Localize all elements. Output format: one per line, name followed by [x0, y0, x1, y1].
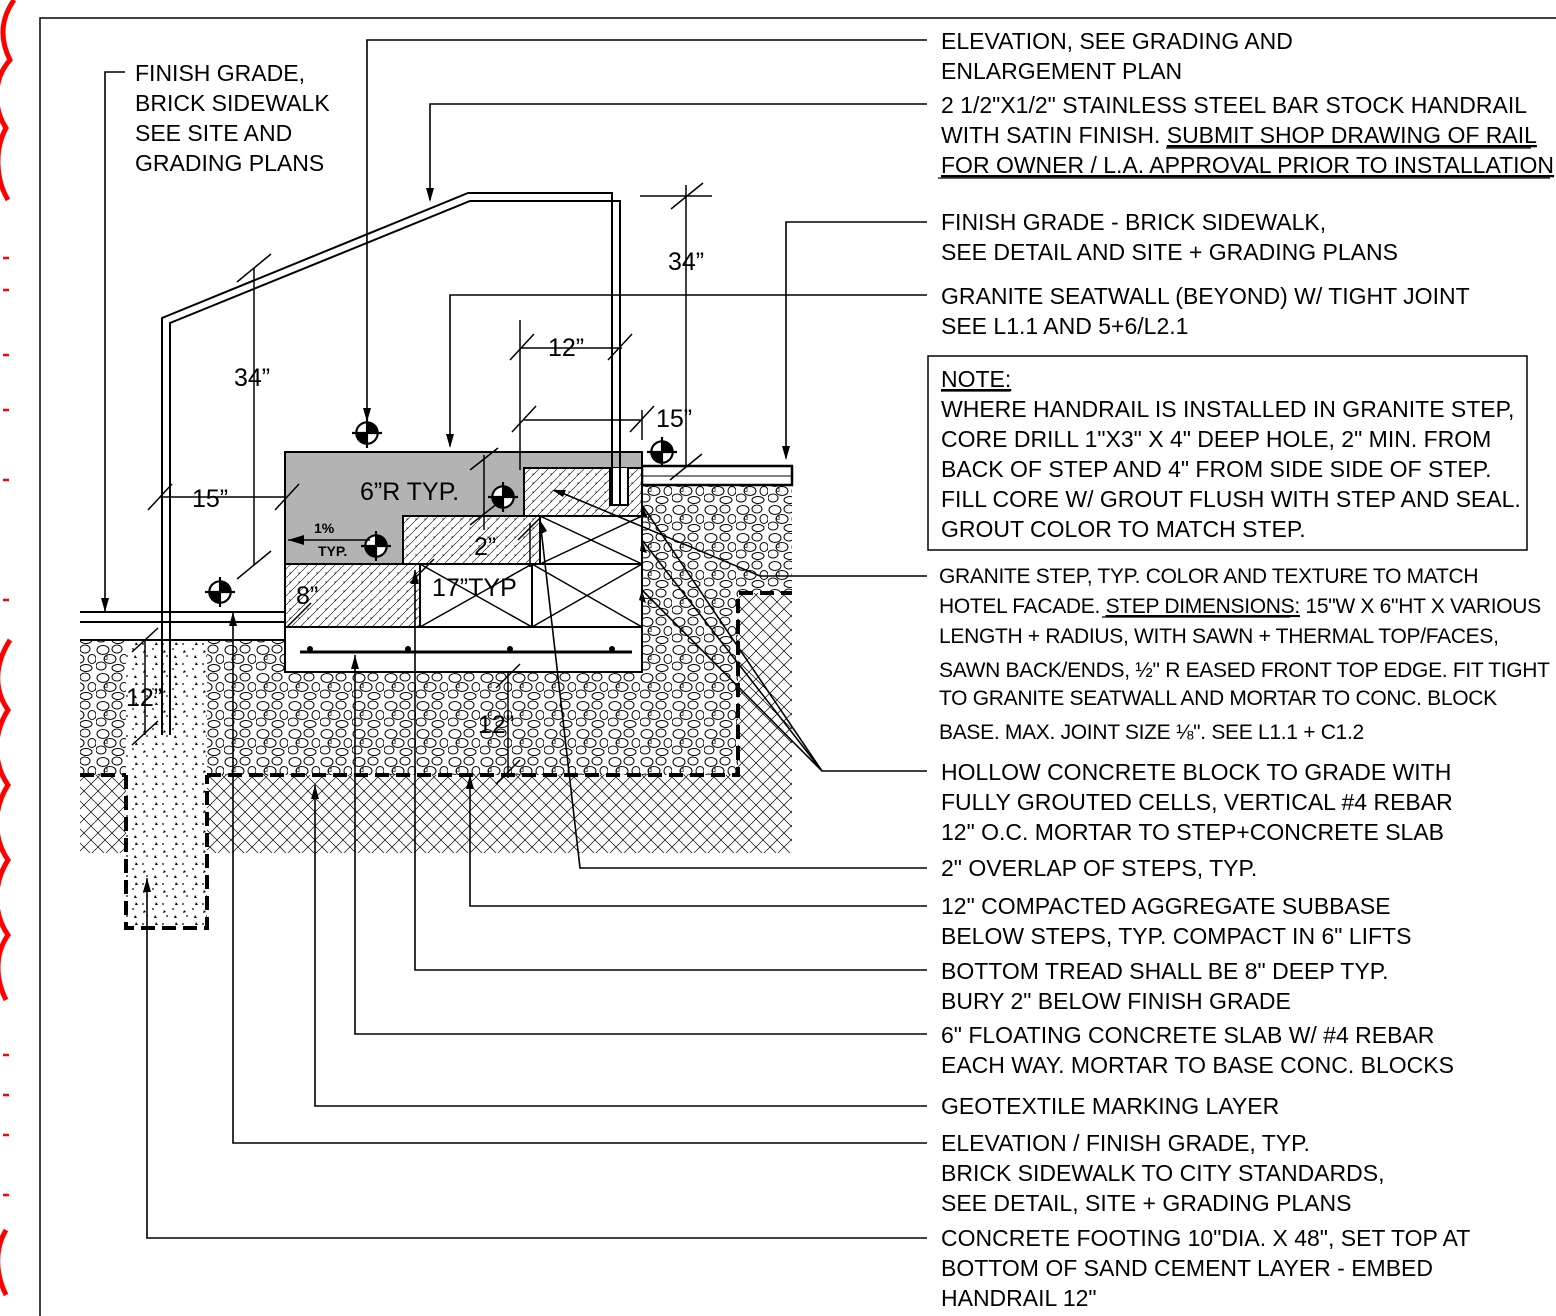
callouts-right: ELEVATION, SEE GRADING AND ENLARGEMENT P…: [938, 28, 1554, 1311]
callout-seatwall: SEE L1.1 AND 5+6/L2.1: [941, 313, 1188, 339]
callout-granite-step: LENGTH + RADIUS, WITH SAWN + THERMAL TOP…: [939, 625, 1499, 648]
callout-geotextile: GEOTEXTILE MARKING LAYER: [941, 1093, 1279, 1119]
elevation-marker-icon: [352, 418, 382, 448]
section-ground: [80, 485, 792, 930]
revision-cloud: [0, 0, 17, 1297]
note-title: NOTE:: [941, 366, 1011, 392]
callout-finish-grade: FINISH GRADE - BRICK SIDEWALK,: [941, 209, 1326, 235]
note-line: WHERE HANDRAIL IS INSTALLED IN GRANITE S…: [941, 396, 1514, 422]
callout-line: SEE SITE AND: [135, 120, 292, 146]
callout-elevation: ELEVATION, SEE GRADING AND: [941, 28, 1293, 54]
dim-rail-height-left: 34”: [234, 364, 270, 392]
callout-granite-step: GRANITE STEP, TYP. COLOR AND TEXTURE TO …: [939, 565, 1478, 588]
leader-arrows: [101, 188, 790, 892]
callout-granite-step: HOTEL FACADE. STEP DIMENSIONS: 15"W X 6"…: [939, 595, 1541, 618]
callout-line: BRICK SIDEWALK: [135, 90, 330, 116]
callout-overlap: 2" OVERLAP OF STEPS, TYP.: [941, 855, 1257, 881]
callout-handrail: WITH SATIN FINISH. SUBMIT SHOP DRAWING O…: [941, 122, 1537, 148]
callout-elevation-typ: ELEVATION / FINISH GRADE, TYP.: [941, 1130, 1310, 1156]
callout-granite-step: SAWN BACK/ENDS, ½" R EASED FRONT TOP EDG…: [939, 659, 1550, 682]
callout-block: 12" O.C. MORTAR TO STEP+CONCRETE SLAB: [941, 819, 1444, 845]
dim-rail-height-right: 34”: [668, 248, 704, 276]
callout-block: FULLY GROUTED CELLS, VERTICAL #4 REBAR: [941, 789, 1453, 815]
dim-overlap: 2”: [474, 533, 496, 561]
dim-radius: 6”R TYP.: [360, 478, 459, 506]
callout-granite-step: BASE. MAX. JOINT SIZE ⅛". SEE L1.1 + C1.…: [939, 721, 1364, 744]
leader-lines: [104, 39, 927, 1239]
dim-tread-depth: 17”TYP: [432, 574, 517, 602]
dimension-texts: 34” 34” 15” 15” 12” 6”R TYP. 2” 17”TYP 8…: [126, 248, 704, 739]
callout-footing: BOTTOM OF SAND CEMENT LAYER - EMBED: [941, 1255, 1433, 1281]
note-line: CORE DRILL 1"X3" X 4" DEEP HOLE, 2" MIN.…: [941, 426, 1491, 452]
callout-footing: HANDRAIL 12": [941, 1285, 1097, 1311]
handrail: [161, 192, 621, 735]
callout-slab: 6" FLOATING CONCRETE SLAB W/ #4 REBAR: [941, 1022, 1434, 1048]
dim-rail-extension-left: 15”: [192, 485, 228, 513]
dim-rail-offset: 12”: [548, 334, 584, 362]
callout-subbase: BELOW STEPS, TYP. COMPACT IN 6" LIFTS: [941, 923, 1411, 949]
callout-finish-grade: SEE DETAIL AND SITE + GRADING PLANS: [941, 239, 1398, 265]
dim-subbase-depth: 12”: [478, 711, 514, 739]
callout-handrail: 2 1/2"X1/2" STAINLESS STEEL BAR STOCK HA…: [941, 92, 1527, 118]
callout-handrail: FOR OWNER / L.A. APPROVAL PRIOR TO INSTA…: [941, 152, 1554, 178]
elevation-marker-icon: [205, 577, 235, 607]
concrete-slab: [284, 626, 643, 673]
note-box: NOTE: WHERE HANDRAIL IS INSTALLED IN GRA…: [927, 355, 1528, 551]
revision-cloud-ticks: [3, 256, 9, 1197]
callout-elevation-typ: SEE DETAIL, SITE + GRADING PLANS: [941, 1190, 1352, 1216]
callout-tread: BURY 2" BELOW FINISH GRADE: [941, 988, 1291, 1014]
callout-subbase: 12" COMPACTED AGGREGATE SUBBASE: [941, 893, 1391, 919]
slope-arrow: [288, 535, 304, 545]
dim-rail-extension-right: 15”: [656, 405, 692, 433]
callout-granite-step: TO GRANITE SEATWALL AND MORTAR TO CONC. …: [939, 687, 1497, 710]
note-line: BACK OF STEP AND 4" FROM SIDE SIDE OF ST…: [941, 456, 1492, 482]
dim-bottom-tread: 8”: [296, 582, 318, 610]
slope-label: 1%: [314, 520, 335, 536]
callout-line: FINISH GRADE,: [135, 60, 305, 86]
callout-elevation: ENLARGEMENT PLAN: [941, 58, 1182, 84]
sheet-border: [39, 17, 1556, 1316]
callout-tread: BOTTOM TREAD SHALL BE 8" DEEP TYP.: [941, 958, 1388, 984]
note-line: FILL CORE W/ GROUT FLUSH WITH STEP AND S…: [941, 486, 1521, 512]
note-line: GROUT COLOR TO MATCH STEP.: [941, 516, 1306, 542]
callout-finish-grade-left: FINISH GRADE, BRICK SIDEWALK SEE SITE AN…: [135, 60, 330, 176]
callout-footing: CONCRETE FOOTING 10"DIA. X 48", SET TOP …: [941, 1225, 1470, 1251]
dim-embed-depth: 12”: [126, 684, 162, 712]
slope-typ-label: TYP.: [318, 543, 347, 559]
callout-block: HOLLOW CONCRETE BLOCK TO GRADE WITH: [941, 759, 1451, 785]
dimension-lines: [131, 182, 712, 785]
callout-seatwall: GRANITE SEATWALL (BEYOND) W/ TIGHT JOINT: [941, 283, 1470, 309]
elevation-marker-icon: [647, 437, 677, 467]
callout-line: GRADING PLANS: [135, 150, 324, 176]
callout-slab: EACH WAY. MORTAR TO BASE CONC. BLOCKS: [941, 1052, 1454, 1078]
callout-elevation-typ: BRICK SIDEWALK TO CITY STANDARDS,: [941, 1160, 1384, 1186]
